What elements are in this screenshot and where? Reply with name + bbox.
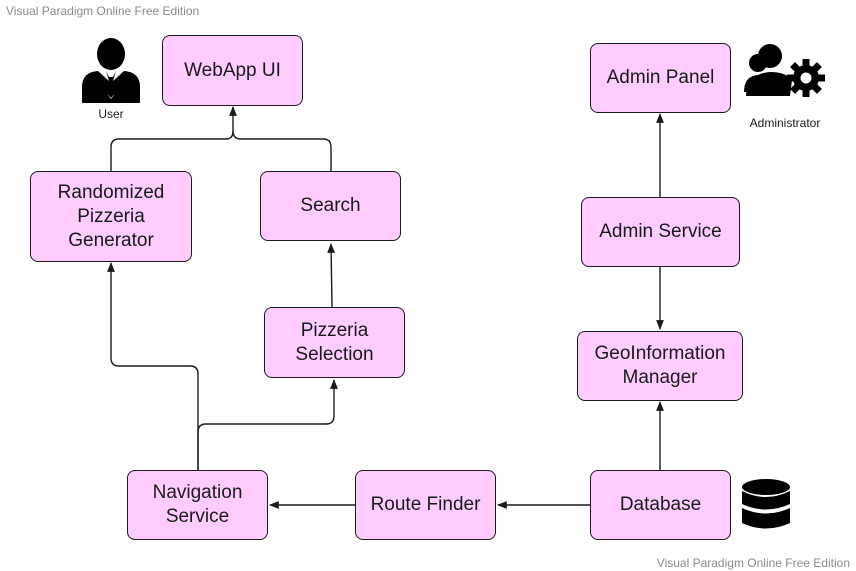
user-label: User: [98, 107, 124, 121]
node-pizzeria-selection[interactable]: Pizzeria Selection: [264, 307, 405, 378]
node-database-label: Database: [619, 494, 702, 515]
node-randomized-pizzeria-generator[interactable]: Randomized Pizzeria Generator: [30, 171, 192, 262]
watermark-bottom: Visual Paradigm Online Free Edition: [656, 556, 850, 570]
node-randomized-pizzeria-generator-label: Randomized Pizzeria Generator: [57, 181, 165, 251]
node-webapp-ui[interactable]: WebApp UI: [162, 35, 303, 106]
node-admin-service[interactable]: Admin Service: [581, 197, 740, 267]
node-route-finder-label: Route Finder: [370, 494, 481, 515]
node-route-finder[interactable]: Route Finder: [355, 470, 496, 540]
watermark-top: Visual Paradigm Online Free Edition: [6, 4, 200, 18]
admin-gear-icon: [744, 44, 825, 97]
database-icon: [742, 479, 790, 529]
edge-selection-to-search: [327, 243, 336, 308]
node-navigation-service[interactable]: Navigation Service: [127, 470, 268, 540]
node-geoinformation-manager-label: GeoInformation Manager: [594, 343, 726, 388]
administrator-label: Administrator: [749, 116, 821, 130]
node-webapp-ui-label: WebApp UI: [184, 59, 281, 81]
edge-navigation-to-generator: [107, 262, 199, 470]
node-pizzeria-selection-label: Pizzeria Selection: [295, 319, 374, 365]
edge-generator-to-webapp: [110, 106, 237, 171]
user-icon: [82, 38, 140, 103]
node-geoinformation-manager[interactable]: GeoInformation Manager: [577, 331, 743, 401]
edge-navigation-to-selection: [197, 379, 338, 470]
node-admin-panel-label: Admin Panel: [606, 67, 715, 88]
node-search[interactable]: Search: [260, 171, 401, 241]
node-admin-service-label: Admin Service: [599, 221, 722, 242]
node-database[interactable]: Database: [590, 470, 731, 540]
node-navigation-service-label: Navigation Service: [152, 482, 243, 527]
node-admin-panel[interactable]: Admin Panel: [590, 43, 731, 113]
node-search-label: Search: [300, 195, 361, 216]
edge-search-to-webapp: [232, 130, 332, 171]
